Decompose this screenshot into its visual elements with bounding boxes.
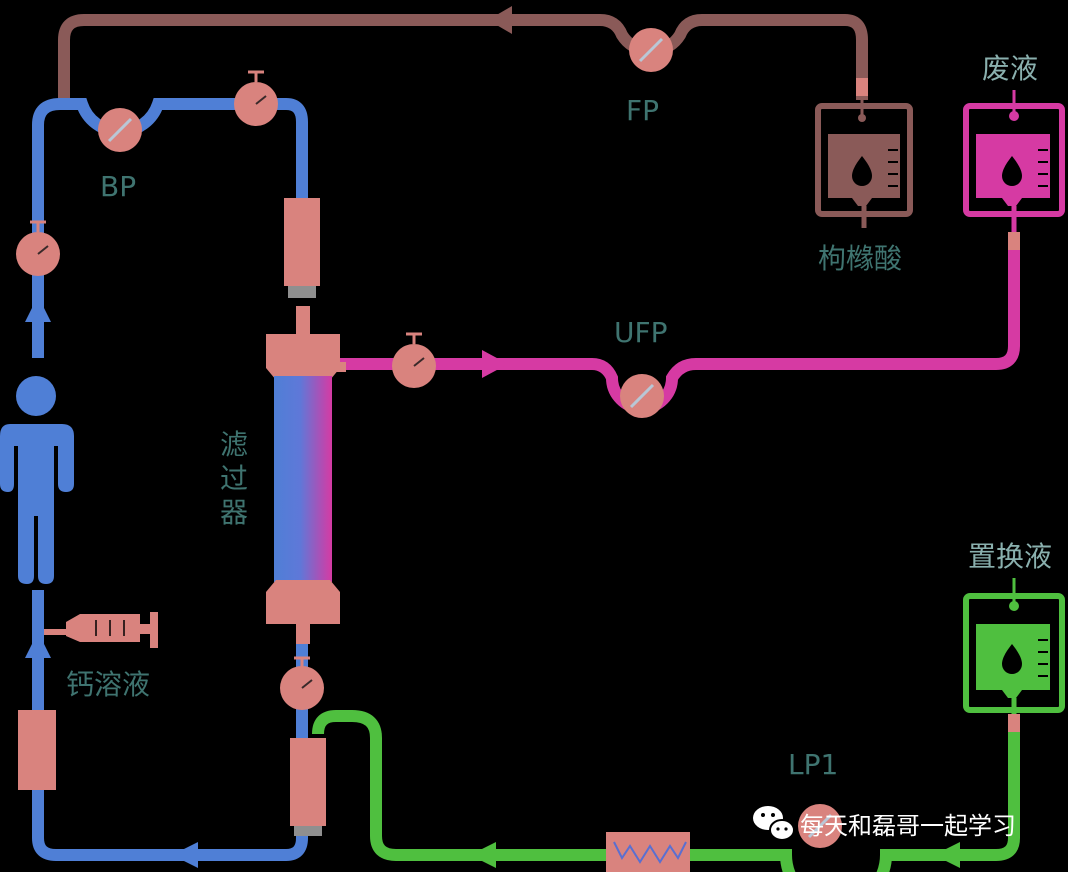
- blood-up-arrow-lower: [25, 632, 51, 658]
- filter-label-char: 滤: [220, 428, 248, 461]
- waste-label: 废液: [982, 52, 1038, 85]
- watermark-text: 每天和磊哥一起学习: [800, 812, 1016, 840]
- replacement-label: 置换液: [968, 540, 1052, 573]
- arterial-chamber: [284, 198, 320, 298]
- return-chamber: [18, 710, 56, 790]
- roller-pump-icon: [620, 374, 664, 418]
- filter-label-char: 器: [220, 496, 248, 529]
- roller-pump-icon: [629, 28, 673, 72]
- citrate-line: [58, 14, 868, 100]
- blood-up-arrow: [25, 296, 51, 322]
- roller-pump-icon: [798, 804, 842, 848]
- pressure-gauge-icon: [16, 220, 60, 276]
- calcium-label: 钙溶液: [66, 668, 150, 701]
- pressure-gauge-icon: [280, 656, 324, 710]
- replacement-flow-arrow: [470, 842, 496, 868]
- citrate-label: 枸橼酸: [818, 242, 902, 275]
- heater-icon: [606, 832, 690, 872]
- filter: [266, 306, 346, 644]
- patient-icon: [0, 376, 74, 584]
- ufp-label: UFP: [614, 316, 667, 349]
- filter-label-char: 过: [220, 462, 248, 495]
- blood-arterial-line: [32, 98, 308, 358]
- fluid-bag-icon: [815, 78, 913, 228]
- roller-pump-icon: [98, 108, 142, 152]
- blood-return-line: [32, 590, 308, 861]
- pressure-gauge-icon: [234, 70, 278, 126]
- lp1-label: LP1: [788, 748, 838, 781]
- pressure-gauge-icon: [392, 332, 436, 388]
- venous-chamber: [290, 738, 326, 836]
- blood-return-arrow: [172, 842, 198, 868]
- waste-line: [340, 248, 1020, 414]
- waste-flow-arrow: [482, 350, 508, 378]
- syringe-icon: [44, 612, 158, 648]
- wechat-icon: [753, 806, 795, 841]
- replacement-flow-arrow-right: [934, 842, 960, 868]
- watermark: 每天和磊哥一起学习: [753, 806, 1016, 841]
- fp-label: FP: [626, 94, 659, 127]
- fluid-bag-icon: [963, 90, 1065, 250]
- bp-label: BP: [100, 170, 136, 203]
- citrate-flow-arrow: [488, 6, 512, 34]
- fluid-bag-icon: [963, 578, 1065, 732]
- replacement-line: [312, 710, 1020, 872]
